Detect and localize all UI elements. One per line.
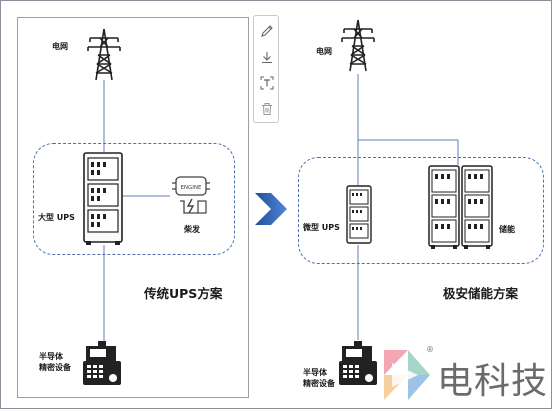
- large-ups-cabinet-icon: [83, 152, 123, 245]
- left-transmission-tower-icon: [87, 28, 121, 81]
- large-ups-label: 大型 UPS: [38, 213, 75, 222]
- generator-engine-text: ENGINE: [180, 185, 202, 191]
- text-extract-icon[interactable]: [258, 74, 276, 92]
- diesel-generator-icon: ENGINE: [172, 176, 210, 214]
- left-scheme-title: 传统UPS方案: [144, 286, 223, 301]
- edit-icon[interactable]: [258, 22, 276, 40]
- left-grid-label: 电网: [52, 42, 68, 51]
- micro-ups-label: 微型 UPS: [303, 223, 340, 232]
- right-grid-label: 电网: [316, 47, 332, 56]
- micro-ups-cabinet-icon: [346, 185, 372, 244]
- watermark-logo-icon: [384, 350, 430, 400]
- generator-label: 柴发: [184, 225, 200, 234]
- right-scheme-title: 极安储能方案: [443, 286, 519, 301]
- left-panel-border: [17, 17, 249, 398]
- right-equipment-label-line2: 精密设备: [303, 379, 335, 388]
- energy-storage-cabinets-icon: [428, 165, 493, 249]
- left-equipment-label-line1: 半导体: [39, 352, 63, 361]
- transition-arrow-icon: [255, 193, 287, 225]
- left-precision-equipment-icon: [83, 341, 121, 385]
- image-toolbar: [253, 15, 279, 123]
- download-icon[interactable]: [258, 48, 276, 66]
- right-storage-region: [298, 157, 544, 264]
- left-equipment-label-line2: 精密设备: [39, 363, 71, 372]
- delete-icon[interactable]: [258, 100, 276, 118]
- left-ups-region: [33, 143, 235, 255]
- right-precision-equipment-icon: [339, 341, 377, 385]
- watermark-registered-mark: ®: [426, 345, 434, 354]
- right-transmission-tower-icon: [341, 19, 375, 72]
- watermark-text: 电科技: [437, 361, 549, 402]
- right-equipment-label-line1: 半导体: [303, 368, 327, 377]
- right-branch-line: [358, 139, 459, 165]
- storage-label: 储能: [499, 225, 515, 234]
